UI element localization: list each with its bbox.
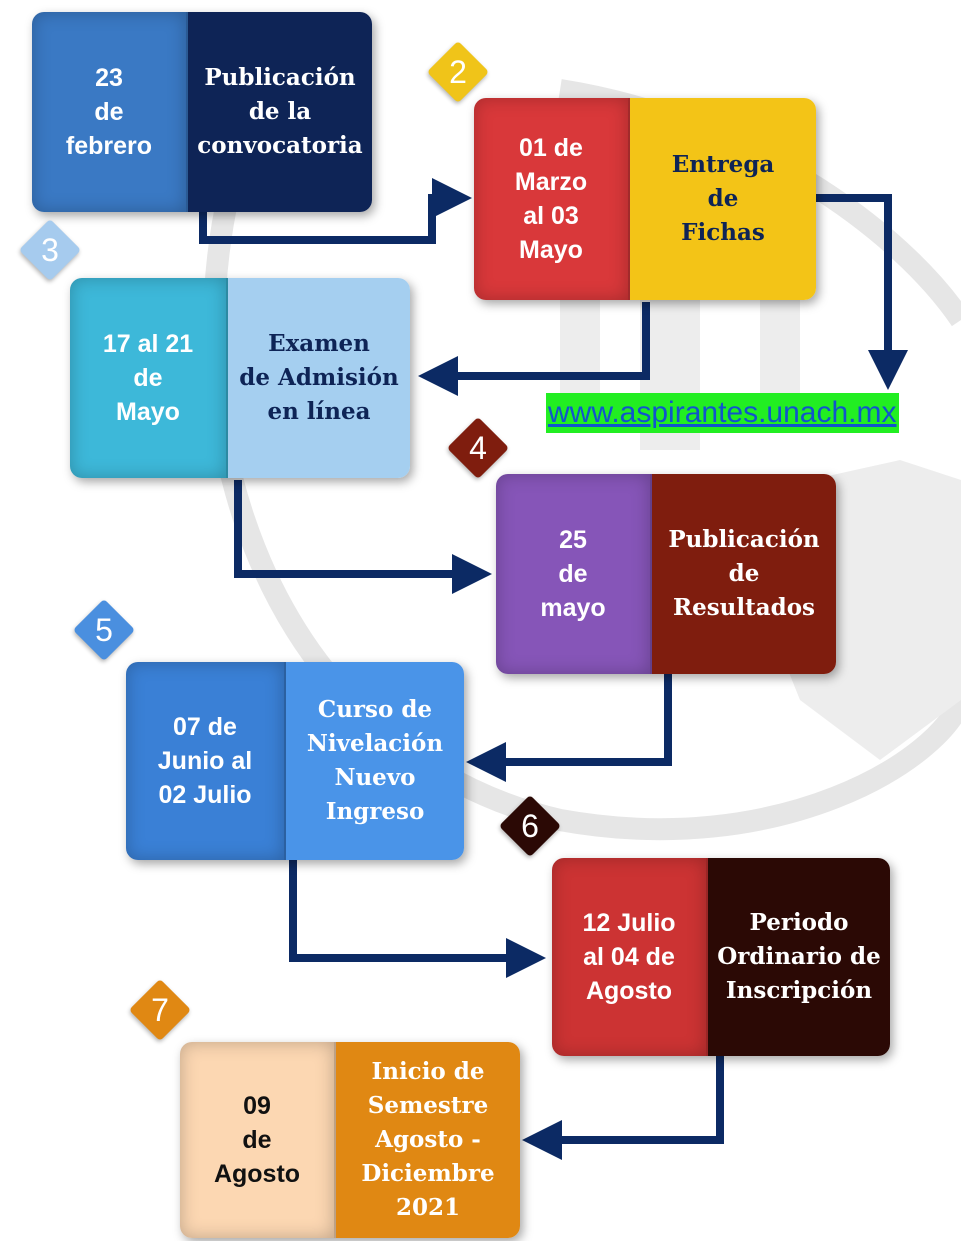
step-3-badge: 3 [18, 218, 82, 282]
aspirantes-link[interactable]: www.aspirantes.unach.mx [546, 393, 899, 433]
step-4-card: 25 de mayo Publicación de Resultados [496, 474, 836, 674]
step-1-card: 23 de febrero Publicación de la convocat… [32, 12, 372, 212]
step-2-date: 01 de Marzo al 03 Mayo [474, 98, 630, 300]
step-6-title: Periodo Ordinario de Inscripción [708, 858, 890, 1056]
step-1-title: Publicación de la convocatoria [188, 12, 372, 212]
step-6-date: 12 Julio al 04 de Agosto [552, 858, 708, 1056]
step-3-card: 17 al 21 de Mayo Examen de Admisión en l… [70, 278, 410, 478]
step-3-date: 17 al 21 de Mayo [70, 278, 228, 478]
step-7-badge: 7 [128, 978, 192, 1042]
step-7-date: 09 de Agosto [180, 1042, 336, 1238]
step-2-title: Entrega de Fichas [630, 98, 816, 300]
step-2-card: 01 de Marzo al 03 Mayo Entrega de Fichas [474, 98, 816, 300]
step-7-card: 09 de Agosto Inicio de Semestre Agosto -… [180, 1042, 520, 1238]
step-4-date: 25 de mayo [496, 474, 652, 674]
step-6-card: 12 Julio al 04 de Agosto Periodo Ordinar… [552, 858, 890, 1056]
step-2-badge: 2 [426, 40, 490, 104]
step-5-badge: 5 [72, 598, 136, 662]
step-7-title: Inicio de Semestre Agosto - Diciembre 20… [336, 1042, 520, 1238]
step-4-title: Publicación de Resultados [652, 474, 836, 674]
step-5-title: Curso de Nivelación Nuevo Ingreso [286, 662, 464, 860]
step-6-badge: 6 [498, 794, 562, 858]
step-1-date: 23 de febrero [32, 12, 188, 212]
step-5-date: 07 de Junio al 02 Julio [126, 662, 286, 860]
step-5-card: 07 de Junio al 02 Julio Curso de Nivelac… [126, 662, 464, 860]
step-3-title: Examen de Admisión en línea [228, 278, 410, 478]
step-4-badge: 4 [446, 416, 510, 480]
